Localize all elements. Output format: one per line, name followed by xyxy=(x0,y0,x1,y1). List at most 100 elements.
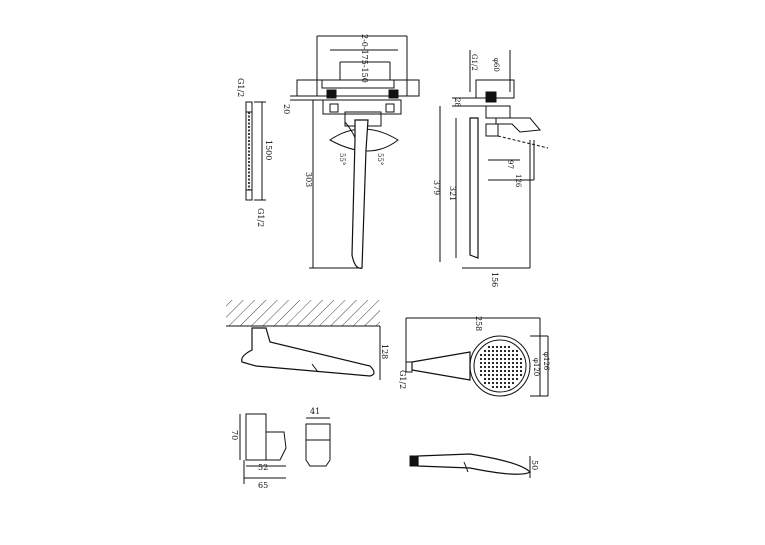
shower-phi120: φ120 xyxy=(532,358,540,376)
side-phi60: φ60 xyxy=(492,58,500,72)
nozzle-dot xyxy=(479,369,483,373)
nozzle-dot xyxy=(511,361,515,365)
holder-70: 70 xyxy=(230,430,239,440)
side-thread: G1/2 xyxy=(470,54,478,71)
shower-handle xyxy=(411,351,471,381)
hand-shower: 258 φ120 φ126 G1/2 xyxy=(398,316,550,397)
nozzle-dot xyxy=(483,357,487,361)
nozzle-dot xyxy=(519,365,523,369)
nozzle-dot xyxy=(503,357,507,361)
side-97: 97 xyxy=(506,160,514,169)
shower-phi126: φ126 xyxy=(542,352,550,371)
nozzle-dot xyxy=(507,373,511,377)
nozzle-dot xyxy=(483,349,487,353)
side-handle xyxy=(495,117,541,133)
nozzle-dot xyxy=(491,349,495,353)
nozzle-dot xyxy=(507,353,511,357)
nozzle-dot xyxy=(491,381,495,385)
shower-side-50: 50 xyxy=(530,460,539,470)
front-handle-fan xyxy=(329,128,399,152)
side-379: 379 xyxy=(432,180,441,195)
nozzle-dot xyxy=(495,377,499,381)
nozzle-dot xyxy=(483,365,487,369)
holder-41: 41 xyxy=(310,407,320,416)
nozzle-dot xyxy=(499,385,503,389)
nozzle-dot xyxy=(495,357,499,361)
front-nut-left xyxy=(326,89,337,99)
nozzle-dot xyxy=(491,365,495,369)
nozzle-dot xyxy=(499,377,503,381)
hose-thread-bottom: G1/2 xyxy=(256,208,265,227)
nozzle-dot xyxy=(511,381,515,385)
nozzle-dot xyxy=(483,373,487,377)
nozzle-dot xyxy=(479,353,483,357)
nozzle-dot xyxy=(491,373,495,377)
nozzle-dot xyxy=(507,349,511,353)
wall-holder: 70 52 65 41 xyxy=(230,407,331,490)
nozzle-dot xyxy=(511,349,515,353)
angle-left: 55° xyxy=(338,153,346,165)
nozzle-dot xyxy=(491,369,495,373)
nozzle-dot xyxy=(515,353,519,357)
side-126: 126 xyxy=(514,174,522,188)
nozzle-dot xyxy=(487,349,491,353)
nozzle-dot xyxy=(499,381,503,385)
nozzle-dot xyxy=(495,361,499,365)
nozzle-dot xyxy=(499,357,503,361)
nozzle-dot xyxy=(499,373,503,377)
dim-20: 20 xyxy=(282,104,291,114)
side-156: 156 xyxy=(490,272,499,287)
nozzle-dot xyxy=(495,381,499,385)
nozzle-dot xyxy=(515,365,519,369)
nozzle-dot xyxy=(491,361,495,365)
nozzle-dot xyxy=(479,357,483,361)
nozzle-dot xyxy=(507,369,511,373)
shower-length: 258 xyxy=(474,316,483,331)
nozzle-dot xyxy=(491,377,495,381)
nozzle-dot xyxy=(479,373,483,377)
nozzle-dot xyxy=(503,353,507,357)
nozzle-dot xyxy=(491,385,495,389)
nozzle-dot xyxy=(503,373,507,377)
shower-head-inner xyxy=(473,339,527,393)
nozzle-dot xyxy=(515,357,519,361)
nozzle-dot xyxy=(515,361,519,365)
nozzle-dot xyxy=(487,381,491,385)
nozzle-dot xyxy=(495,365,499,369)
nozzle-dot xyxy=(507,365,511,369)
nozzle-dot xyxy=(503,349,507,353)
hose-view: G1/2 1500 G1/2 xyxy=(236,78,273,227)
nozzle-dot xyxy=(487,369,491,373)
nozzle-dot xyxy=(503,381,507,385)
shower-nozzles xyxy=(479,345,523,389)
shower-head-outer xyxy=(469,335,531,397)
nozzle-dot xyxy=(515,349,519,353)
nozzle-dot xyxy=(503,377,507,381)
holder-52: 52 xyxy=(258,463,268,472)
nozzle-dot xyxy=(479,365,483,369)
nozzle-dot xyxy=(503,385,507,389)
nozzle-dot xyxy=(483,361,487,365)
nozzle-dot xyxy=(503,369,507,373)
nozzle-dot xyxy=(495,369,499,373)
nozzle-dot xyxy=(511,357,515,361)
nozzle-dot xyxy=(519,369,523,373)
holder-side xyxy=(305,423,331,467)
nozzle-dot xyxy=(483,353,487,357)
nozzle-dot xyxy=(491,345,495,349)
nozzle-dot xyxy=(503,365,507,369)
nozzle-dot xyxy=(487,377,491,381)
nozzle-dot xyxy=(519,361,523,365)
nozzle-dot xyxy=(483,369,487,373)
side-view: G1/2 φ60 28 379 321 97 126 156 xyxy=(432,50,549,287)
shower-side-profile xyxy=(417,453,531,475)
nozzle-dot xyxy=(519,357,523,361)
hose-thread-top: G1/2 xyxy=(236,78,245,97)
nozzle-dot xyxy=(487,365,491,369)
side-spout xyxy=(469,117,479,259)
nozzle-dot xyxy=(507,345,511,349)
wall-hatch xyxy=(226,300,380,326)
holder-front xyxy=(245,413,267,461)
nozzle-dot xyxy=(499,361,503,365)
